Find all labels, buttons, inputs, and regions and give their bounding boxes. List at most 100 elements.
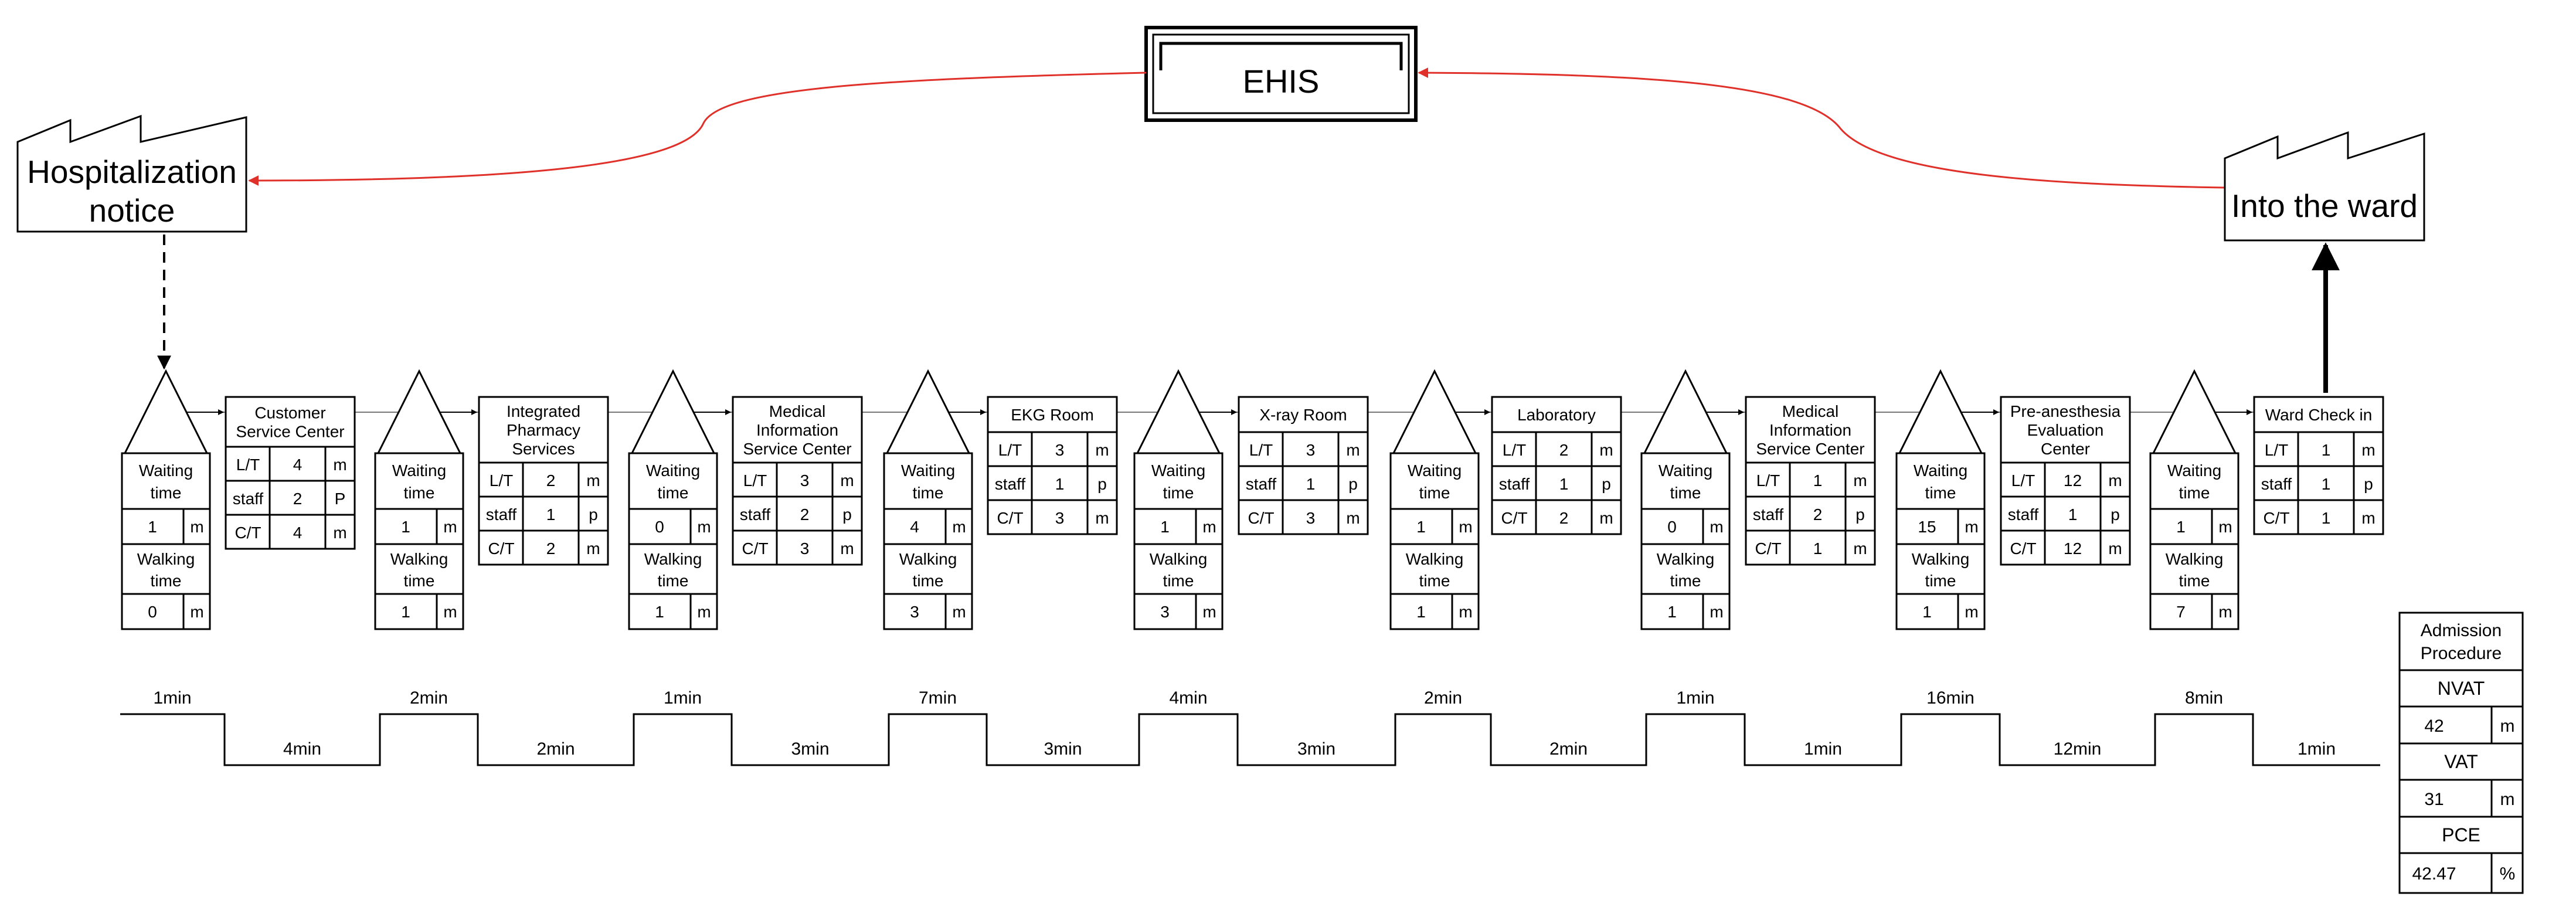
waiting-time-value: 4 [910,518,919,536]
waiting-time-label: Waiting [2167,461,2221,480]
waiting-time-unit: m [1710,518,1723,536]
walking-time-label: Walking [1406,550,1464,568]
waiting-time-label: time [151,484,182,502]
process-title: Information [1769,421,1851,439]
walking-time-value: 1 [1416,603,1426,621]
waiting-time-label: Waiting [901,461,955,480]
process-metric-unit: p [1097,475,1107,493]
process-metric-unit: p [2111,505,2120,524]
timeline-layer: 1min4min2min2min1min3min7min3min4min3min… [120,688,2380,766]
waiting-time-unit: m [1202,518,1216,536]
process-metric-label: C/T [1755,539,1781,558]
process-metric-value: 4 [293,524,303,542]
info-flow-to-start [248,72,1147,186]
process-metric-label: L/T [1503,441,1526,459]
process-metric-label: L/T [743,471,767,490]
ehis-label: EHIS [1243,63,1320,100]
process-title: Services [512,440,575,458]
process-metric-value: 1 [1813,471,1823,490]
process-title: Laboratory [1517,406,1596,424]
timeline-wait-label: 2min [410,688,448,708]
waiting-time-label: time [913,484,944,502]
walking-time-label: time [404,572,435,590]
process-title: Service Center [236,423,344,441]
walking-time-label: Walking [644,550,702,568]
walking-time-unit: m [190,603,203,621]
process-title: Information [756,421,838,439]
process-metric-unit: m [586,539,600,558]
waiting-time-unit: m [190,518,203,536]
process-metric-label: C/T [1501,509,1527,527]
walking-time-label: time [1419,572,1450,590]
waiting-time-label: Waiting [139,461,193,480]
process-title: Service Center [743,440,851,458]
waiting-time-label: time [1670,484,1701,502]
process-metric-value: 4 [293,456,303,474]
process-metric-unit: m [1599,441,1613,459]
waiting-time-label: time [2179,484,2210,502]
process-metric-unit: p [2364,475,2373,493]
process-metric-label: L/T [2011,471,2035,490]
walking-time-unit: m [1710,603,1723,621]
vat-value: 31 [2424,790,2444,809]
waiting-time-label: Waiting [1914,461,1967,480]
timeline-wait-label: 1min [664,688,702,708]
timeline-wait-label: 8min [2185,688,2223,708]
process-metric-value: 1 [2322,441,2331,459]
timeline-process-label: 12min [2054,739,2102,759]
process-metric-label: L/T [1756,471,1780,490]
process-metric-label: C/T [997,509,1023,527]
waiting-time-label: Waiting [1408,461,1462,480]
process-metric-label: C/T [488,539,514,558]
process-metric-unit: m [1095,441,1109,459]
pce-unit: % [2500,864,2516,884]
waiting-time-value: 0 [655,518,664,536]
process-metric-unit: m [1346,509,1360,527]
walking-time-label: Walking [899,550,957,568]
walking-time-unit: m [1202,603,1216,621]
walking-time-label: Walking [1912,550,1970,568]
process-metric-unit: m [333,524,346,542]
process-metric-label: staff [1753,505,1784,524]
waiting-time-label: time [404,484,435,502]
waiting-time-label: time [1419,484,1450,502]
wait-frame [883,452,973,630]
timeline-process-label: 1min [2298,739,2336,759]
waiting-time-value: 1 [1416,518,1426,536]
process-metric-value: 1 [2322,509,2331,527]
walking-time-value: 1 [401,603,410,621]
waiting-time-label: Waiting [392,461,446,480]
timeline-wait-label: 1min [153,688,191,708]
nvat-unit: m [2500,716,2515,736]
timeline-process-label: 3min [1297,739,1335,759]
walking-time-value: 0 [148,603,157,621]
process-metric-label: C/T [235,524,261,542]
walking-time-label: Walking [1150,550,1208,568]
waiting-time-label: time [1163,484,1194,502]
timeline-process-label: 2min [1549,739,1588,759]
process-metric-label: L/T [998,441,1022,459]
timeline-process-label: 4min [283,739,321,759]
process-metric-value: 2 [1559,441,1569,459]
process-title: Customer [254,404,325,422]
walking-time-unit: m [2218,603,2232,621]
pce-value: 42.47 [2412,864,2456,884]
process-metric-label: staff [233,490,264,508]
process-metric-value: 3 [800,471,810,490]
process-metric-value: 2 [546,471,556,490]
process-metric-value: 2 [800,505,810,524]
process-frame [2000,396,2131,566]
walking-time-unit: m [443,603,457,621]
process-metric-unit: p [842,505,852,524]
wait-frame [1640,452,1731,630]
process-metric-label: staff [1246,475,1277,493]
process-metric-value: 1 [1055,475,1065,493]
